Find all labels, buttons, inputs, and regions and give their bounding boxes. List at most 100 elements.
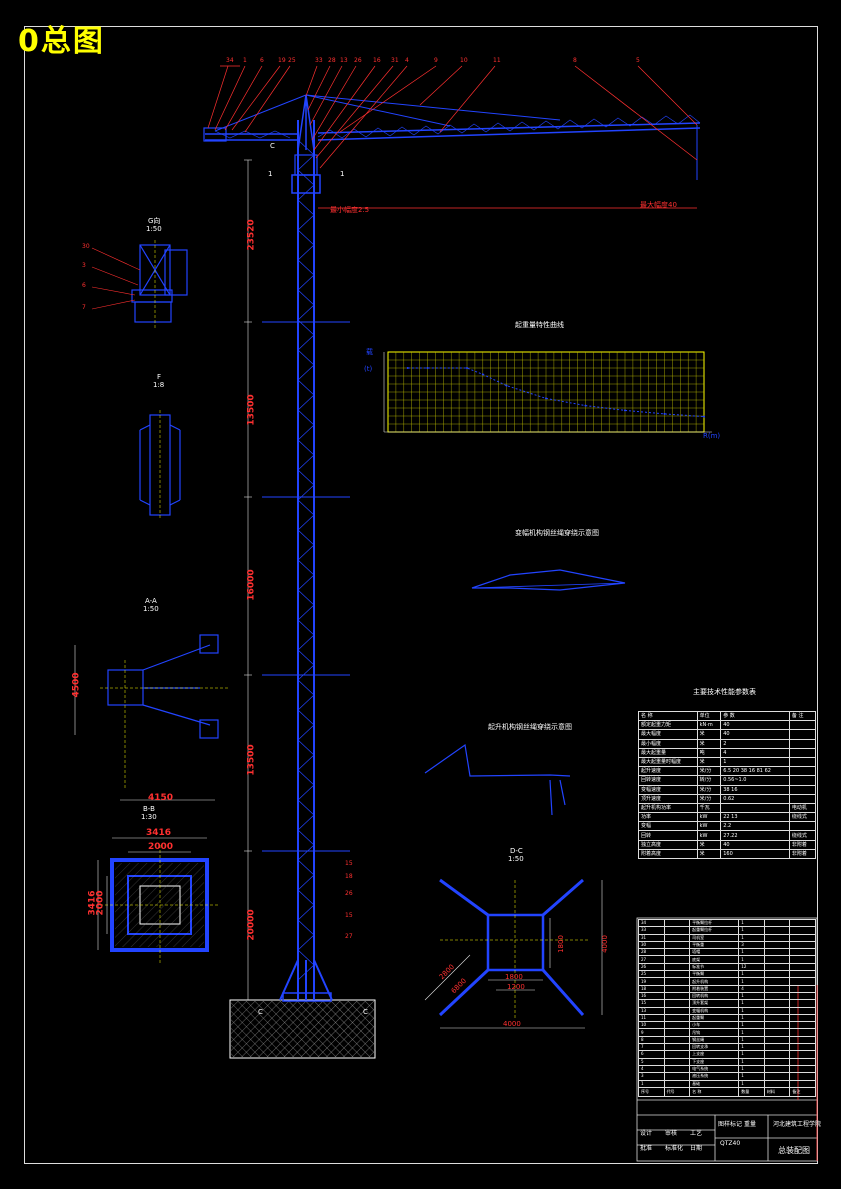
chart-y-label: 载	[366, 348, 373, 356]
dim-dc-g: 4000	[600, 935, 609, 953]
view-g-callout-6: 6	[82, 282, 86, 289]
view-bb-scale: 1:30	[141, 813, 157, 821]
dim-tower-2: 13500	[246, 394, 257, 426]
chart-point	[426, 367, 429, 369]
table-cell: 顶升速度	[638, 793, 698, 804]
bom-cell	[663, 940, 691, 950]
table-cell: 40	[720, 729, 790, 740]
bom-cell	[663, 918, 691, 928]
table-cell: 最大起重量时幅度	[638, 756, 698, 768]
bom-cell	[789, 999, 816, 1008]
bom-cell	[663, 984, 691, 993]
bom-cell: 平衡重	[689, 940, 740, 950]
table-cell: 电动机	[788, 802, 817, 814]
dim-aa-w: 4150	[148, 793, 174, 803]
title-block-label: 日期	[690, 1145, 703, 1152]
chart-title: 起重量特性曲线	[515, 321, 564, 329]
top-callout: 26	[354, 57, 362, 64]
bom-cell	[663, 955, 691, 964]
view-aa	[100, 634, 230, 790]
params-table-header: 名 称单位参 数备 注	[638, 710, 817, 722]
bom-cell	[763, 1035, 791, 1045]
bom-cell: 33	[638, 926, 665, 935]
chart-point	[663, 412, 666, 415]
bom-cell: 28	[638, 948, 665, 957]
table-cell	[720, 802, 790, 814]
view-g	[131, 240, 188, 330]
bom-cell: 回转机构	[689, 991, 740, 1001]
bom-cell	[663, 1043, 691, 1052]
bom-cell: 电气系统	[689, 1064, 740, 1074]
bom-cell: 底架	[689, 955, 740, 964]
bom-cell	[763, 955, 791, 964]
bom-cell	[763, 1006, 791, 1015]
table-cell: 0.62	[720, 793, 790, 804]
view-dc	[438, 878, 590, 1020]
table-row: 起升机构功率千瓦电动机	[638, 802, 817, 814]
table-cell: 米/分	[696, 784, 722, 795]
bom-cell: 下支座	[689, 1057, 740, 1066]
view-dc-dims	[424, 880, 603, 1029]
view-bb-dims	[97, 837, 207, 950]
table-cell: 0.56~1.0	[720, 775, 790, 786]
bom-cell	[763, 1028, 791, 1037]
dim-bb-outer: 3416	[146, 828, 172, 838]
table-cell	[788, 784, 817, 795]
dim-dc-c: 1800	[556, 935, 565, 953]
bom-cell	[763, 933, 791, 942]
bom-cell: 1	[738, 933, 765, 942]
bom-cell	[789, 1035, 816, 1045]
bom-cell: 1	[738, 977, 765, 986]
bom-cell	[789, 1013, 816, 1023]
bom-cell: 18	[638, 984, 665, 993]
bom-cell: 1	[738, 1050, 765, 1059]
top-callout: 4	[405, 57, 409, 64]
dim-tower-3: 16000	[246, 569, 257, 601]
table-cell: 最大幅度	[638, 729, 698, 740]
section-mark-1-right: 1	[340, 170, 345, 178]
bom-cell: 3	[738, 940, 765, 950]
bom-cell	[763, 1050, 791, 1059]
bom-cell	[663, 962, 691, 972]
bom-cell: 小车	[689, 1021, 740, 1030]
bom-cell: 5	[638, 1057, 665, 1066]
bom-cell: 30	[638, 940, 665, 950]
bom-header-cell: 代号	[663, 1086, 691, 1098]
title-block-label: 工艺	[690, 1130, 703, 1137]
foundation	[229, 999, 376, 1059]
load-chart	[383, 351, 712, 433]
table-cell: 38 16	[720, 784, 790, 795]
view-bb-title: B-B	[143, 805, 155, 813]
bom-cell	[763, 977, 791, 986]
table-cell	[788, 756, 817, 768]
dim-tower-1: 23520	[246, 219, 257, 251]
bom-cell	[763, 970, 791, 979]
bom-cell: 31	[638, 933, 665, 942]
bom-cell: 19	[638, 977, 665, 986]
bom-cell	[663, 948, 691, 957]
bom-cell: 1	[738, 918, 765, 928]
table-cell: 独立高度	[638, 839, 698, 850]
top-callout: 5	[636, 57, 640, 64]
top-callout: 33	[315, 57, 323, 64]
title-block-label: 批准	[640, 1145, 653, 1152]
view-f-title: F	[157, 373, 162, 381]
bom-cell: 12	[738, 962, 765, 972]
bom-cell	[663, 970, 691, 979]
bom-cell: 1	[738, 1006, 765, 1015]
